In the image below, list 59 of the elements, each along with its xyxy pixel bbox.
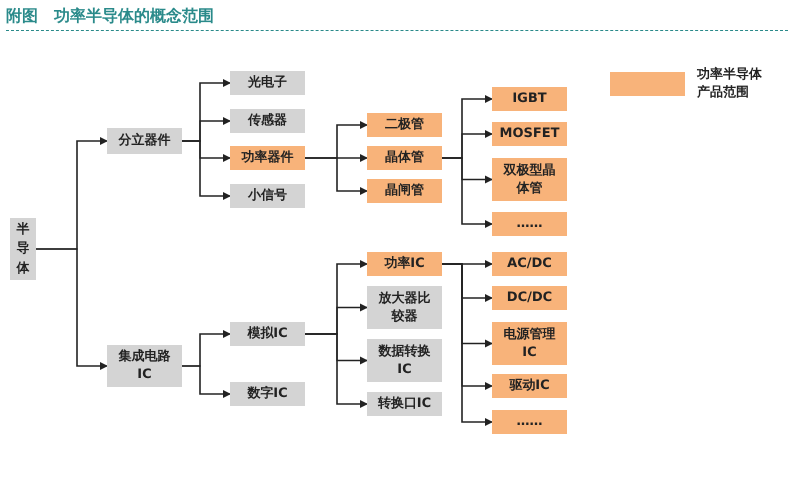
arrow <box>36 248 108 370</box>
category-box <box>230 71 305 95</box>
box-label: 数字IC <box>247 385 288 403</box>
box-label: 数据转换IC <box>377 342 432 378</box>
box-label: 分立器件 <box>118 132 170 150</box>
arrow <box>442 157 493 228</box>
box-label: 双极型晶体管 <box>502 162 556 198</box>
box-label: 光电子 <box>248 74 287 92</box>
highlighted-box <box>492 252 567 276</box>
box-label: 驱动IC <box>509 377 550 395</box>
box-label: 传感器 <box>248 112 287 130</box>
box-label: 半导体 <box>16 220 30 278</box>
highlighted-box <box>367 113 442 137</box>
arrow <box>305 157 368 195</box>
highlighted-box <box>492 410 567 434</box>
box-label: 放大器比较器 <box>377 290 432 326</box>
category-box <box>367 339 442 382</box>
box-label: …… <box>516 413 542 431</box>
legend-label: 功率半导体产品范围 <box>697 66 763 102</box>
box-label: DC/DC <box>506 289 552 307</box>
arrow <box>182 140 231 200</box>
box-label: …… <box>516 215 542 233</box>
category-box <box>367 392 442 416</box>
highlighted-box <box>492 158 567 201</box>
highlighted-box <box>492 212 567 236</box>
arrow <box>182 365 231 398</box>
box-label: 二极管 <box>385 116 424 134</box>
category-box <box>367 286 442 329</box>
box-label: 转换口IC <box>378 395 432 413</box>
box-label: 功率器件 <box>242 149 294 167</box>
box-label: 集成电路IC <box>117 348 172 384</box>
category-box <box>230 184 305 208</box>
box-label: 晶体管 <box>385 149 424 167</box>
highlighted-box <box>492 122 567 146</box>
category-box <box>10 218 36 280</box>
box-label: 电源管理IC <box>502 326 556 362</box>
box-label: AC/DC <box>507 255 552 273</box>
category-box <box>230 109 305 133</box>
highlighted-box <box>367 146 442 170</box>
category-box <box>230 322 305 346</box>
box-label: 模拟IC <box>247 325 288 343</box>
box-label: IGBT <box>512 90 547 108</box>
box-label: MOSFET <box>500 125 560 143</box>
diagram-title: 附图 功率半导体的概念范围 <box>6 5 214 27</box>
highlighted-box <box>367 179 442 203</box>
box-label: 晶闸管 <box>385 182 424 200</box>
highlighted-box <box>492 286 567 310</box>
box-label: 功率IC <box>384 255 425 273</box>
highlighted-box <box>492 87 567 111</box>
arrow <box>442 263 493 426</box>
highlighted-box <box>492 374 567 398</box>
highlighted-box <box>492 322 567 365</box>
category-box <box>230 382 305 406</box>
highlighted-box <box>367 252 442 276</box>
category-box <box>107 128 182 154</box>
box-label: 小信号 <box>248 187 287 205</box>
arrow <box>305 333 368 408</box>
highlighted-box <box>230 146 305 170</box>
category-box <box>107 345 182 387</box>
